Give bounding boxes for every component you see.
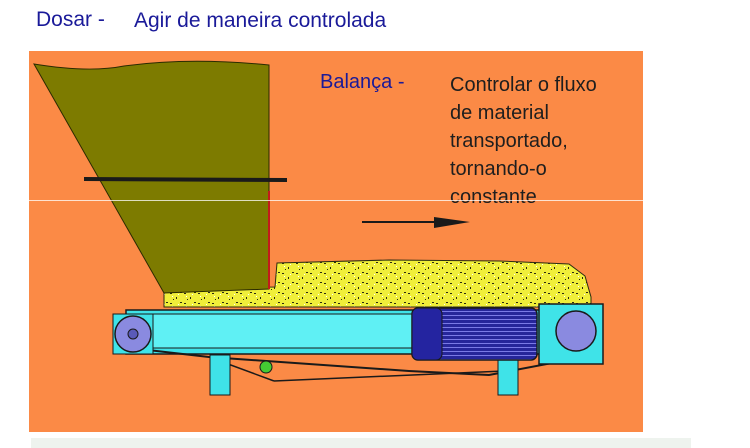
return-belt (138, 348, 590, 377)
footer-bar (31, 438, 691, 448)
load-cell (259, 360, 273, 374)
weigh-feeder-drawing (33, 60, 604, 396)
dosar-term: Dosar - (36, 8, 105, 31)
balanca-definition: Controlar o fluxo de material transporta… (450, 74, 597, 208)
hopper-crossbar (83, 177, 288, 182)
dosar-definition: Agir de maneira controlada (134, 9, 387, 32)
hopper (33, 60, 270, 294)
belt-frame-inner (151, 313, 443, 349)
support-leg-right (497, 354, 519, 396)
head-pulley (555, 310, 597, 352)
support-leg-left (209, 354, 231, 396)
weigh-feeder-illustration: Balança - Controlar o fluxo de material … (29, 51, 643, 432)
flow-arrow-head (434, 217, 470, 228)
balanca-term: Balança - (320, 71, 405, 93)
divider-line (0, 200, 750, 201)
